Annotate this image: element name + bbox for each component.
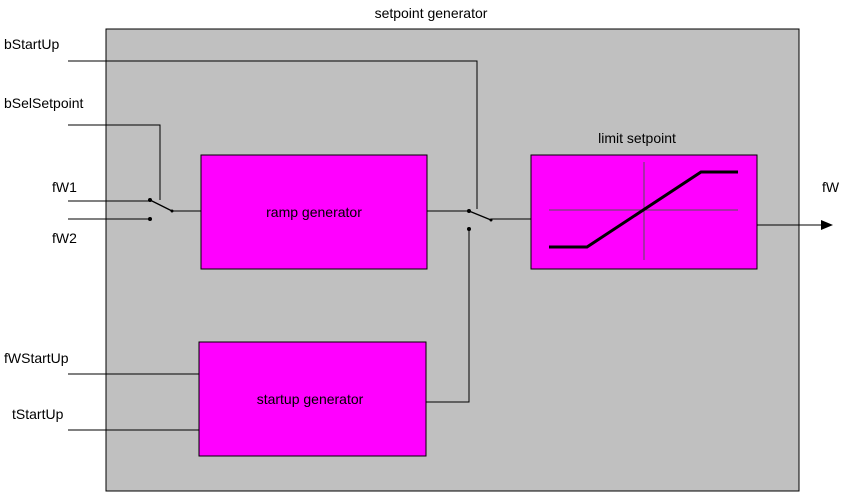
- input-label-bstartup: bStartUp: [4, 36, 59, 52]
- limit-characteristic-graph: [549, 162, 738, 260]
- input-label-fw2: fW2: [52, 230, 77, 246]
- input-label-bselsetpoint: bSelSetpoint: [4, 95, 84, 111]
- bselsetpoint-wire: [68, 124, 161, 200]
- startup-generator-label: startup generator: [257, 391, 364, 407]
- limit-setpoint-title: limit setpoint: [598, 130, 676, 146]
- startup-generator-block: [198, 341, 427, 457]
- ramp-generator-block: [200, 154, 428, 270]
- ramp-generator-label: ramp generator: [266, 204, 362, 220]
- input-label-fwstartup: fWStartUp: [4, 350, 69, 366]
- diagram-title: setpoint generator: [375, 5, 488, 21]
- output-arrow: [757, 220, 833, 230]
- input-label-fw1: fW1: [52, 179, 77, 195]
- startup-output-wire: [426, 229, 470, 403]
- output-label-fw: fW: [822, 179, 840, 195]
- input-label-tstartup: tStartUp: [12, 406, 64, 422]
- mode-select-switch: [467, 209, 493, 231]
- bstartup-wire: [68, 60, 478, 209]
